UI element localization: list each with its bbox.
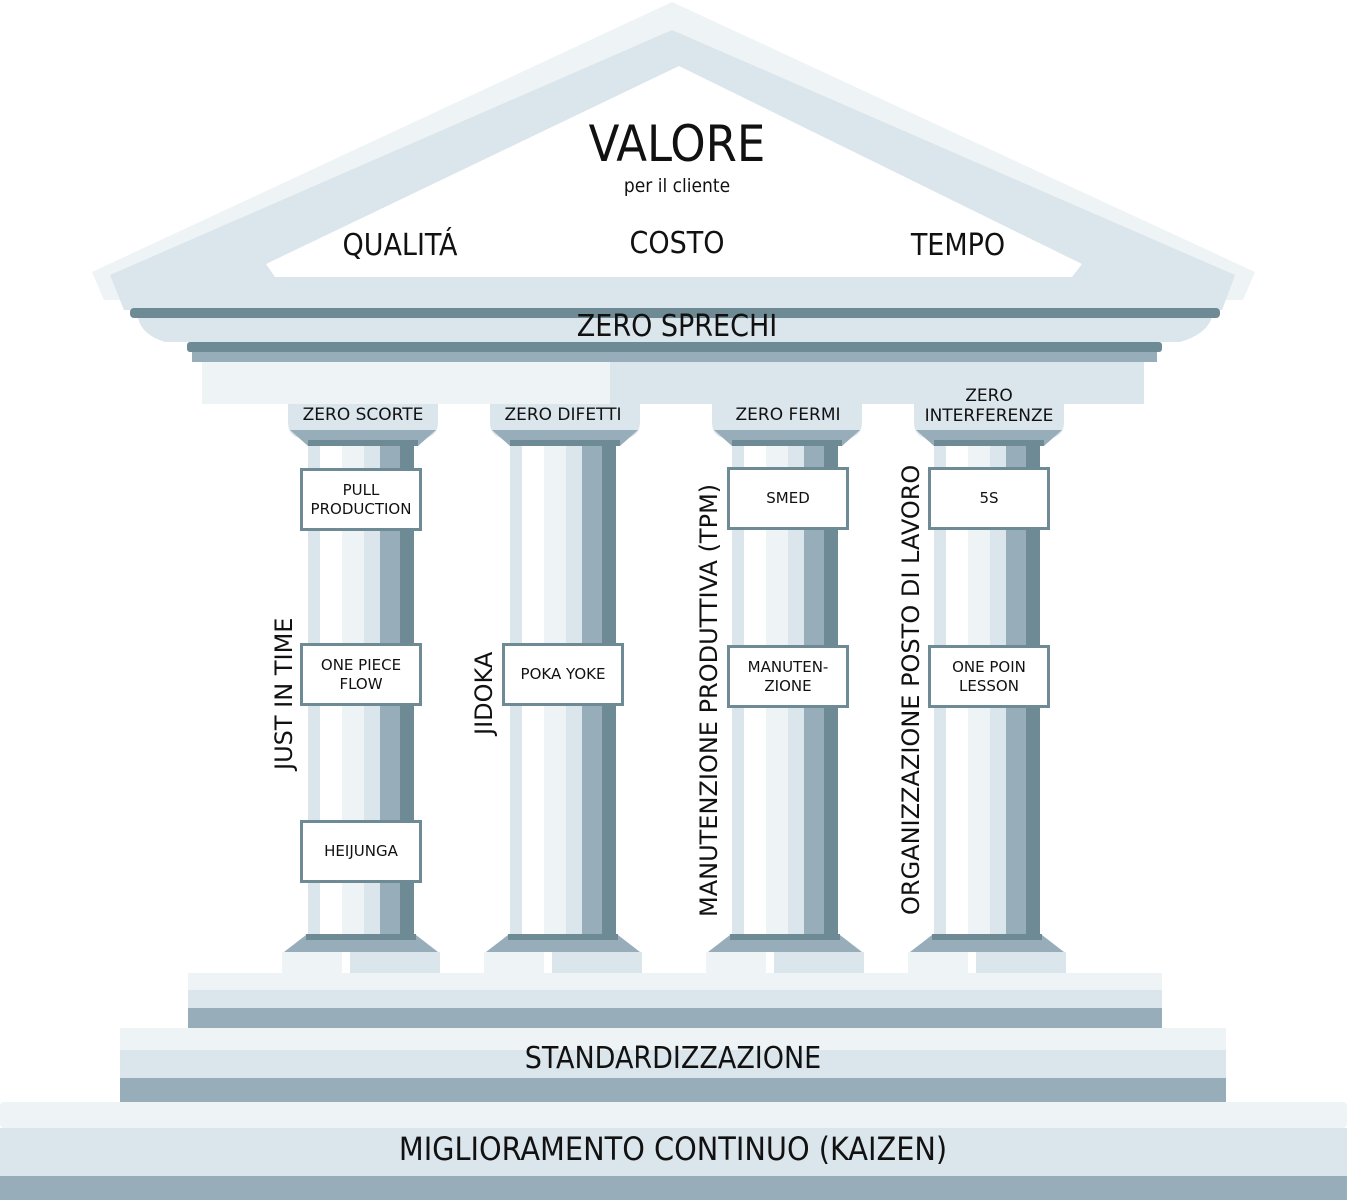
pillar-1-capital: ZERO SCORTE (302, 405, 424, 425)
base-kaizen: MIGLIORAMENTO CONTINUO (KAIZEN) (398, 1130, 948, 1168)
roof-title: VALORE (588, 115, 766, 173)
method-box-manutenzione: MANUTEN- ZIONE (727, 645, 849, 708)
method-box-5s: 5S (928, 467, 1050, 530)
method-box-poka-yoke: POKA YOKE (502, 643, 624, 706)
step-1-top (188, 973, 1162, 991)
step-2-top (120, 1028, 1226, 1050)
pillar-4-vertical-label: ORGANIZZAZIONE POSTO DI LAVORO (897, 464, 925, 915)
column-2 (484, 404, 642, 976)
method-box-one-piece-flow: ONE PIECE FLOW (300, 643, 422, 706)
pillar-2-vertical-label: JIDOKA (470, 651, 498, 735)
pillar-4-capital: ZERO INTERFERENZE (924, 386, 1054, 426)
architrave-dark (187, 342, 1162, 352)
architrave-mid (192, 352, 1157, 362)
step-3-top (0, 1102, 1347, 1128)
cornice-body (138, 318, 1212, 342)
method-box-heijunga: HEIJUNGA (300, 820, 422, 883)
method-box-one-point-lesson: ONE POIN LESSON (928, 645, 1050, 708)
base-standardization: STANDARDIZZAZIONE (524, 1041, 822, 1076)
goal-cost: COSTO (629, 226, 725, 261)
beam-label: ZERO SPRECHI (576, 309, 778, 344)
method-box-pull-production: PULL PRODUCTION (300, 468, 422, 531)
roof-subtitle: per il cliente (623, 175, 731, 197)
method-box-smed: SMED (727, 467, 849, 530)
goal-time: TEMPO (910, 228, 1006, 263)
pillar-3-capital: ZERO FERMI (735, 405, 841, 425)
pillar-1-vertical-label: JUST IN TIME (270, 617, 298, 770)
roof-tympanum (266, 66, 1082, 277)
cornice-top (130, 308, 1220, 318)
pillar-3-vertical-label: MANUTENZIONE PRODUTTIVA (TPM) (695, 483, 723, 917)
goal-quality: QUALITÁ (342, 228, 458, 263)
pillar-2-capital: ZERO DIFETTI (504, 405, 622, 425)
